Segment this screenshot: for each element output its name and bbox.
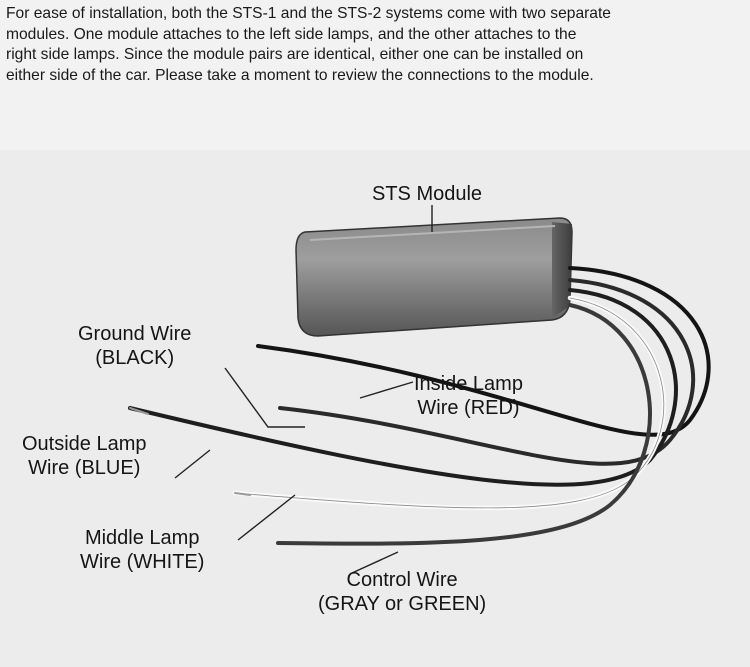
control-wire-label: Control Wire (GRAY or GREEN) — [318, 568, 486, 616]
module-illustration — [128, 205, 711, 574]
control-wire — [276, 303, 652, 546]
wire-tip — [129, 407, 149, 415]
outside-leader — [174, 449, 211, 479]
middle-lamp-label: Middle Lamp Wire (WHITE) — [80, 526, 204, 574]
inside-lamp-text: Inside Lamp — [414, 373, 523, 395]
ground-wire-label: Ground Wire (BLACK) — [78, 322, 191, 370]
wire-tip — [234, 492, 251, 496]
inside-lamp-label: Inside Lamp Wire (RED) — [414, 372, 523, 420]
intro-line: either side of the car. Please take a mo… — [6, 66, 594, 84]
middle-lamp-text: Middle Lamp — [84, 527, 200, 549]
intro-line: modules. One module attaches to the left… — [6, 25, 577, 43]
ground-leader — [224, 367, 305, 428]
intro-paragraph: For ease of installation, both the STS-1… — [6, 4, 746, 86]
wire-bundle — [128, 266, 711, 546]
ground-wire-color: (BLACK) — [95, 347, 175, 369]
inside-leader — [359, 381, 414, 399]
control-leader — [351, 551, 399, 574]
module-photo: STS Module Ground Wire (BLACK) Inside La… — [0, 150, 750, 667]
intro-line: For ease of installation, both the STS-1… — [6, 5, 611, 22]
outside-lamp-text: Outside Lamp — [22, 433, 147, 455]
leader-lines — [174, 205, 433, 574]
outside-lamp-label: Outside Lamp Wire (BLUE) — [22, 432, 147, 480]
control-wire-text: Control Wire — [346, 569, 458, 591]
sts-module-box — [295, 217, 573, 337]
sts-module-text: STS Module — [372, 183, 483, 205]
middle-leader — [237, 494, 296, 541]
ground-wire-text: Ground Wire — [78, 323, 192, 345]
inside-lamp-color: Wire (RED) — [417, 397, 520, 419]
inside-lamp-wire — [278, 278, 695, 466]
intro-line: right side lamps. Since the module pairs… — [6, 46, 584, 63]
sts-module-label: STS Module — [372, 182, 482, 206]
middle-lamp-color: Wire (WHITE) — [80, 551, 205, 573]
outside-lamp-color: Wire (BLUE) — [28, 457, 141, 479]
control-wire-color: (GRAY or GREEN) — [318, 593, 487, 615]
